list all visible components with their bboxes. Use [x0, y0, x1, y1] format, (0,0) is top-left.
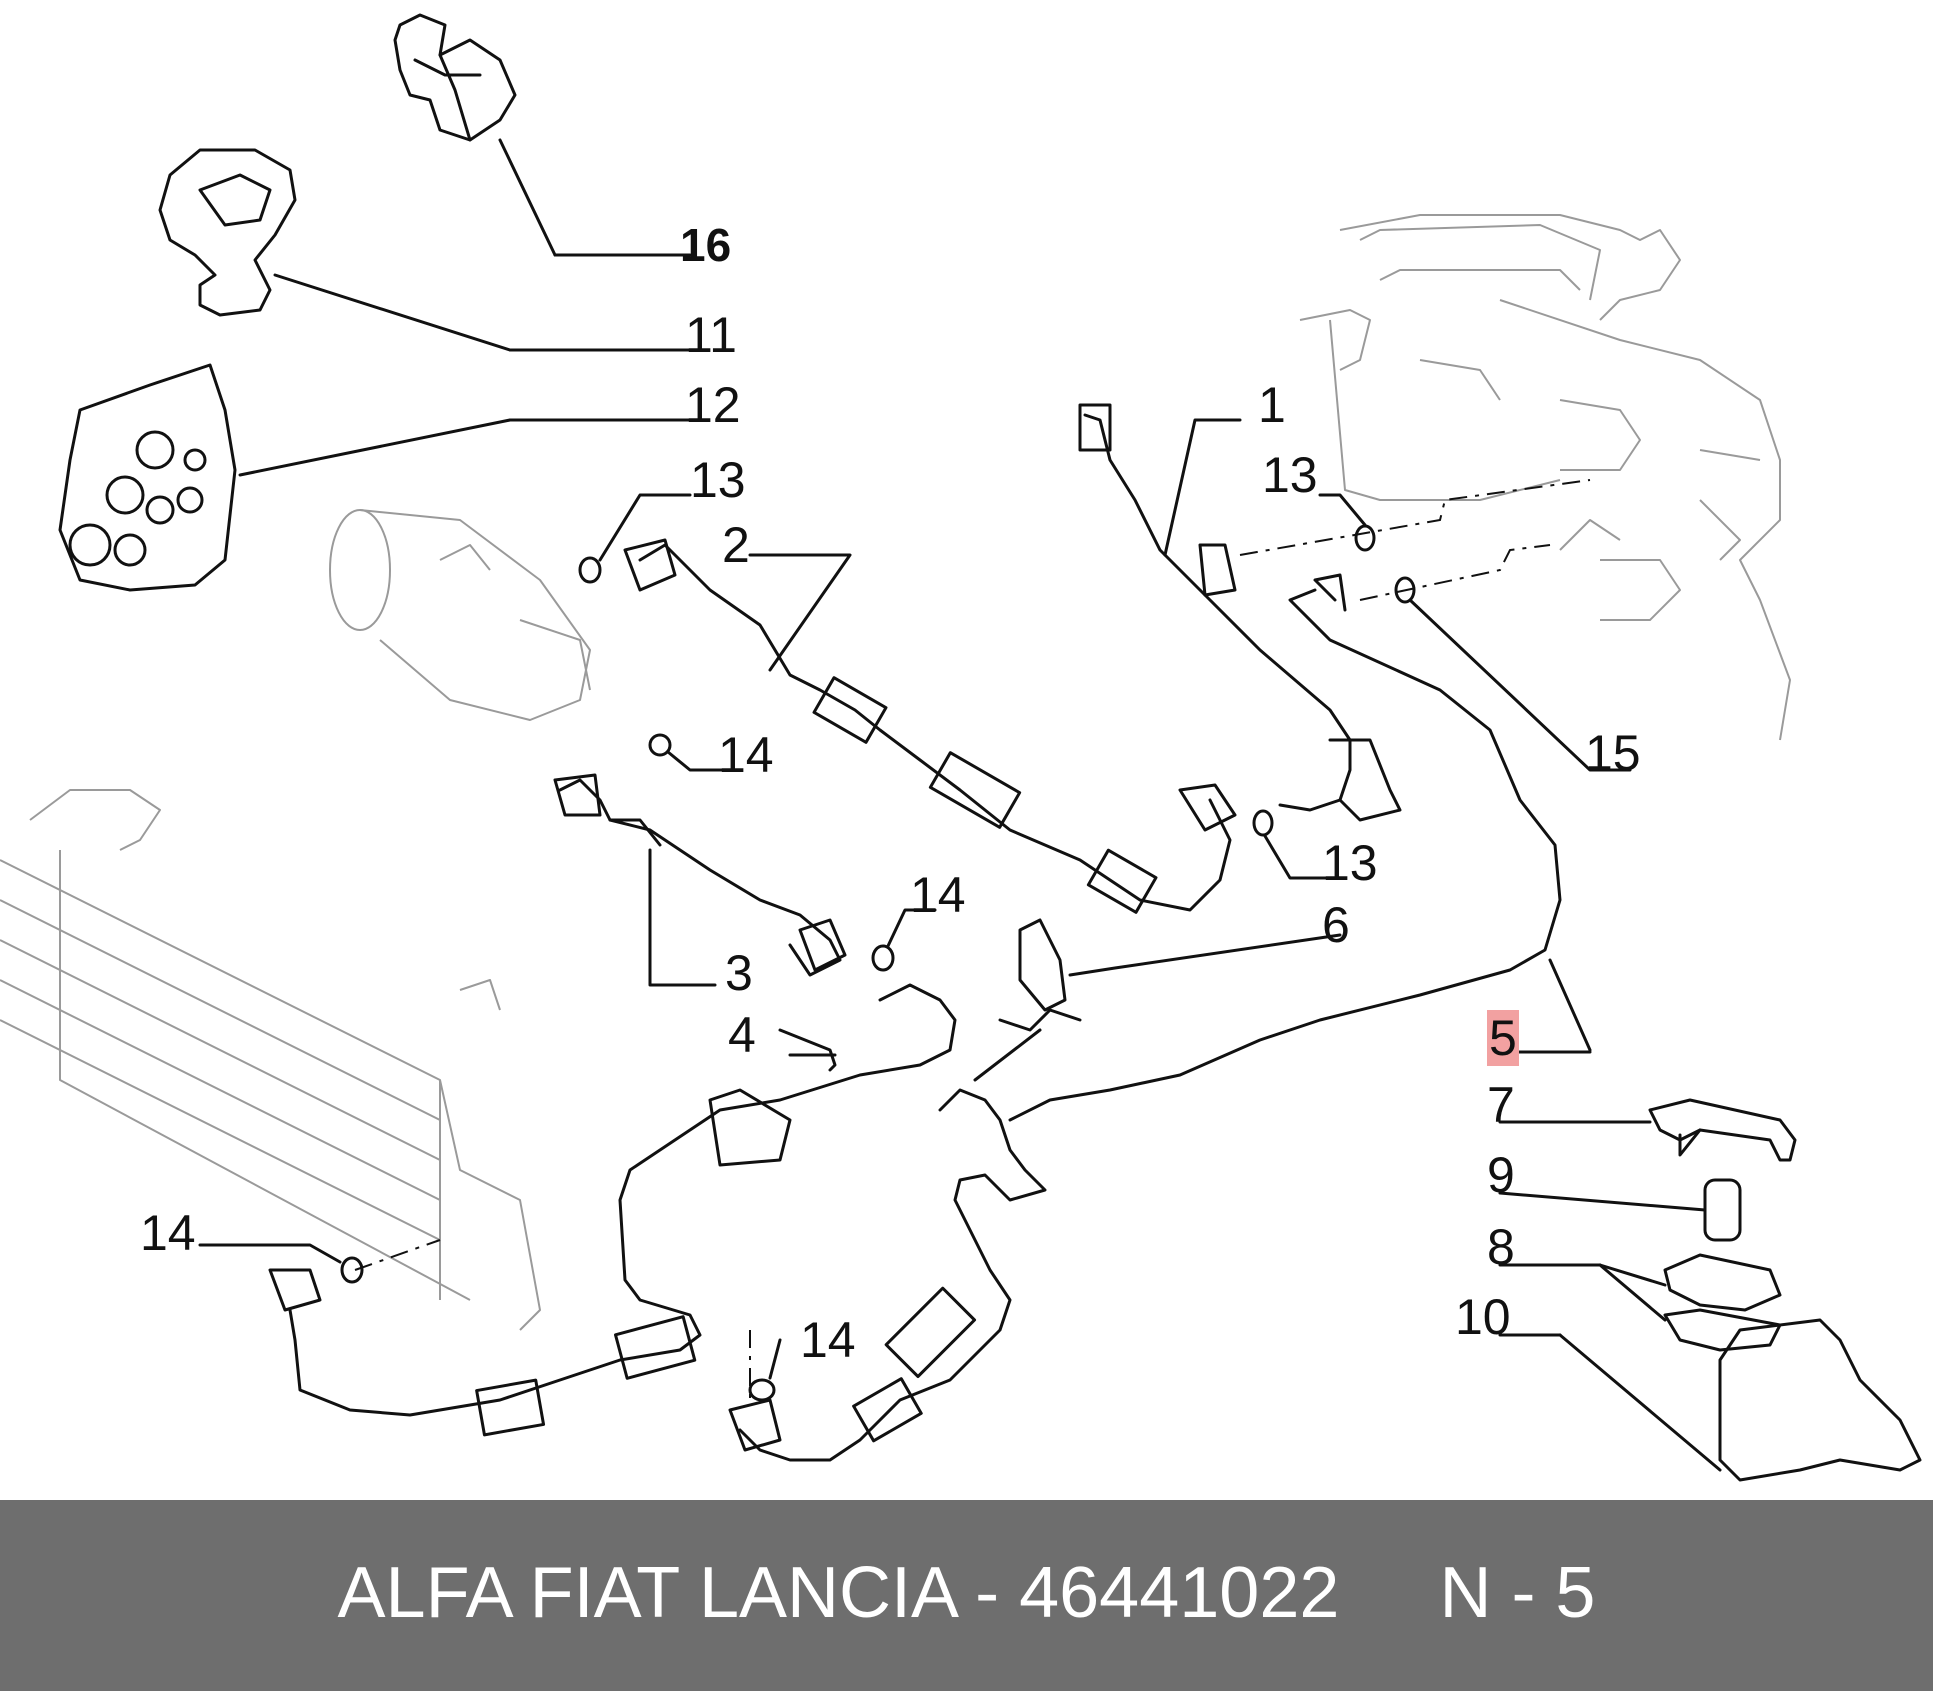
- callout-5-text: 5: [1487, 1010, 1519, 1066]
- part-6-sensor: [973, 918, 1342, 1082]
- callout-13-b: 13: [1262, 447, 1318, 503]
- part-12-plate: [58, 363, 692, 592]
- callout-5: 5: [1487, 1010, 1519, 1066]
- callout-4: 4: [728, 1007, 756, 1063]
- callout-8: 8: [1487, 1219, 1515, 1275]
- callout-14-d: 14: [800, 1312, 856, 1368]
- o-rings: [198, 493, 1632, 1402]
- callout-12: 12: [685, 377, 741, 433]
- callout-6: 6: [1322, 897, 1350, 953]
- guide-line-b: [1359, 544, 1551, 601]
- part-2-pipe: [623, 538, 1237, 914]
- part-3-hose: [553, 773, 847, 987]
- footer-part-label: ALFA FIAT LANCIA - 46441022 N - 5: [337, 1553, 1596, 1633]
- callout-7: 7: [1487, 1077, 1515, 1133]
- part-11-bracket: [158, 148, 692, 352]
- parts-diagram: 16 11 12 13 2 1 13 14 15 13 14 6 3 4 5 7…: [0, 13, 1922, 1482]
- callout-1: 1: [1258, 377, 1286, 433]
- callout-13-c: 13: [1322, 835, 1378, 891]
- callout-14-b: 14: [910, 867, 966, 923]
- callout-2: 2: [722, 517, 750, 573]
- callout-10: 10: [1455, 1289, 1511, 1345]
- callout-14-a: 14: [718, 727, 774, 783]
- diagram-drawing: [0, 13, 1922, 1482]
- condenser-ghost: [0, 789, 541, 1331]
- part-16-clip: [393, 13, 692, 257]
- footer-bar: ALFA FIAT LANCIA - 46441022 N - 5: [0, 1500, 1933, 1691]
- guide-line-d: [354, 1239, 441, 1271]
- small-parts: [1498, 1098, 1922, 1482]
- callout-15: 15: [1585, 725, 1641, 781]
- part-4-pipe: [268, 983, 957, 1437]
- callout-9: 9: [1487, 1147, 1515, 1203]
- heater-box-ghost: [1299, 214, 1791, 741]
- callout-13-a: 13: [690, 452, 746, 508]
- callout-3: 3: [725, 945, 753, 1001]
- compressor-ghost: [329, 509, 591, 721]
- callout-11: 11: [685, 307, 737, 363]
- part-1-pipe: [1078, 403, 1402, 822]
- callout-14-c: 14: [140, 1205, 196, 1261]
- central-pipe: [728, 1088, 1047, 1462]
- callout-16: 16: [680, 219, 732, 271]
